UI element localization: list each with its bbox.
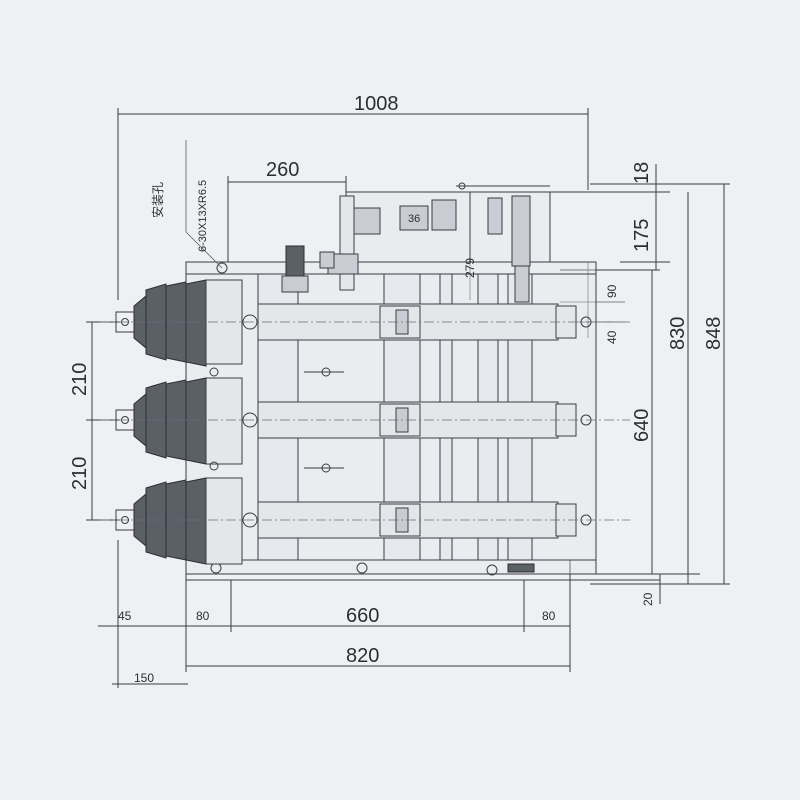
dim-20: 20 xyxy=(641,592,655,606)
mount-hole-spec: 6-30X13XR6.5 xyxy=(197,180,209,252)
dim-848: 848 xyxy=(703,317,725,350)
dim-80-right: 80 xyxy=(542,609,556,623)
dim-279: 279 xyxy=(463,258,477,278)
dim-18: 18 xyxy=(631,162,653,184)
operating-mechanism: 36 xyxy=(210,182,551,576)
dim-45: 45 xyxy=(118,609,132,623)
dim-820: 820 xyxy=(346,645,379,667)
dim-660: 660 xyxy=(346,605,379,627)
phase-row xyxy=(100,377,630,465)
tag-36: 36 xyxy=(408,213,420,225)
insulator xyxy=(115,477,258,565)
dim-210-lower: 210 xyxy=(69,457,91,490)
dim-150: 150 xyxy=(134,671,154,685)
interphase-links xyxy=(209,367,344,473)
phase-row xyxy=(100,477,630,565)
dim-830: 830 xyxy=(667,317,689,350)
mount-hole-label: 安装孔 xyxy=(150,182,165,218)
dim-80-left: 80 xyxy=(196,609,210,623)
dim-175: 175 xyxy=(631,219,653,252)
insulator xyxy=(115,377,258,465)
dim-40: 40 xyxy=(605,330,619,344)
insulator xyxy=(115,279,258,367)
dimension-lines xyxy=(86,108,730,688)
dim-210-upper: 210 xyxy=(69,363,91,396)
phase-row xyxy=(100,279,630,367)
dim-90: 90 xyxy=(605,284,619,298)
dim-640: 640 xyxy=(631,409,653,442)
dimension-labels: 1008 260 6-30X13XR6.5 安装孔 210 210 660 80… xyxy=(69,93,725,685)
dim-260: 260 xyxy=(266,159,299,181)
dim-1008: 1008 xyxy=(354,93,399,115)
